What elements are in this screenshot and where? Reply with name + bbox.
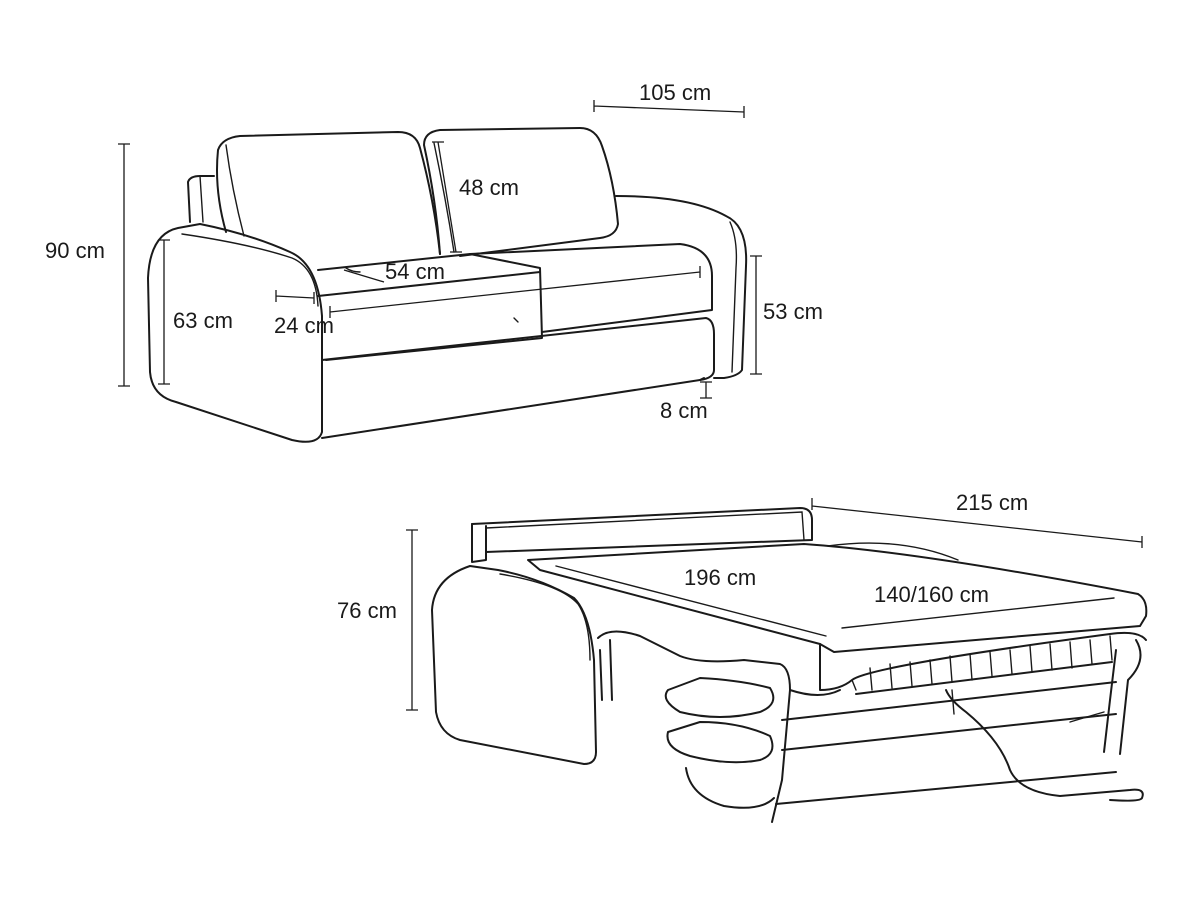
seat-height-label: 53 cm — [763, 299, 823, 324]
total-height-label: 90 cm — [45, 238, 105, 263]
leg-height-label: 8 cm — [660, 398, 708, 423]
bed-height-label: 76 cm — [337, 598, 397, 623]
seat-depth-label: 54 cm — [385, 259, 445, 284]
arm-width-label: 24 cm — [274, 313, 334, 338]
sofa-seat-width-label: 105 cm — [639, 80, 711, 105]
back-cushion-height-label: 48 cm — [459, 175, 519, 200]
arm-height-label: 63 cm — [173, 308, 233, 333]
sofa-dimension-lines — [118, 100, 762, 399]
bed-total-length-label: 215 cm — [956, 490, 1028, 515]
mattress-length-label: 196 cm — [684, 565, 756, 590]
bed-drawing — [431, 507, 1148, 823]
bed-dimension-lines — [406, 498, 1143, 711]
mattress-width-label: 140/160 cm — [874, 582, 989, 607]
sofa-drawing — [147, 127, 748, 443]
